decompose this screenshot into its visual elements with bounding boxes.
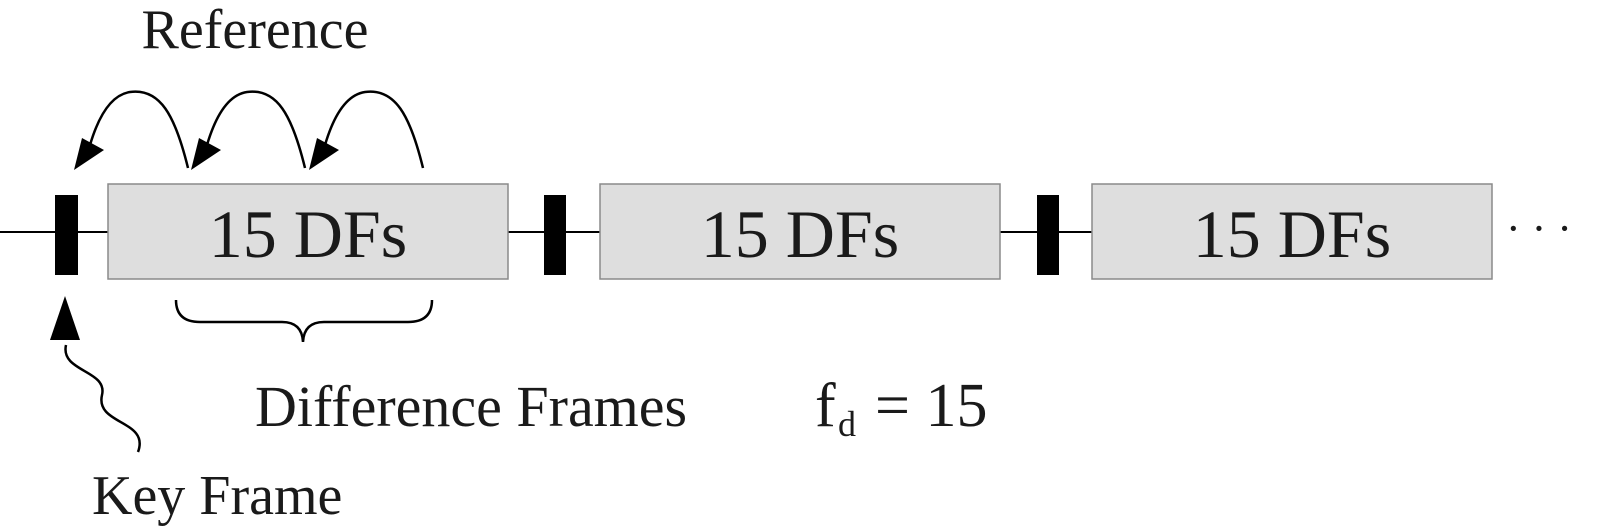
continuation-ellipsis: · · ·: [1506, 204, 1572, 253]
formula-value: = 15: [875, 372, 987, 440]
formula-symbol: f: [815, 372, 836, 440]
difference-frames-box: [1091, 183, 1493, 280]
difference-frames-box: [107, 183, 509, 280]
key-frame-marker: [544, 195, 566, 275]
reference-arrow: [88, 90, 190, 169]
reference-arrow: [323, 90, 425, 169]
reference-arrow-head: [191, 138, 221, 170]
fd-formula: f d = 15: [815, 372, 987, 444]
reference-label: Reference: [142, 0, 369, 61]
key-frame-arrow-head: [50, 296, 80, 340]
difference-frames-label: Difference Frames: [255, 374, 687, 439]
key-frame-marker: [1037, 195, 1059, 275]
reference-arrow: [205, 90, 307, 169]
difference-frames-brace: [174, 299, 434, 343]
key-frame-marker: [55, 195, 78, 275]
formula-subscript: d: [838, 404, 856, 444]
segment-label: 15 DFs: [1193, 196, 1391, 272]
difference-frames-box: [599, 183, 1001, 280]
reference-arrow-head: [74, 138, 104, 170]
key-frame-arrow: [64, 344, 141, 453]
segment-label: 15 DFs: [701, 196, 899, 272]
segment-label: 15 DFs: [209, 196, 407, 272]
key-frame-label: Key Frame: [92, 465, 342, 527]
reference-arrow-head: [309, 138, 339, 170]
